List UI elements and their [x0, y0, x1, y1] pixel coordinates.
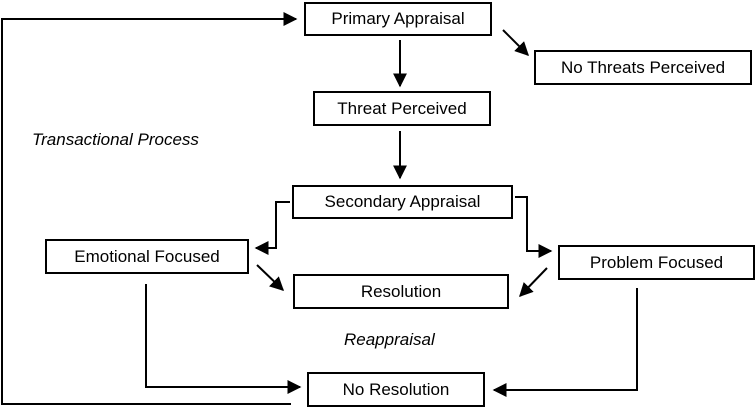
threat-perceived-box: Threat Perceived [313, 91, 491, 126]
arrow-problem-to-resolution [519, 267, 548, 298]
no-resolution-text: No Resolution [342, 379, 450, 399]
resolution-box: Resolution [293, 274, 509, 309]
resolution-text: Resolution [360, 281, 442, 301]
arrow-emotional-to-no-resolution [145, 284, 302, 394]
emotional-focused-text: Emotional Focused [74, 246, 220, 266]
arrow-secondary-to-emotional [254, 201, 290, 255]
arrow-loop-to-primary [1, 12, 298, 405]
threat-perceived-text: Threat Perceived [337, 98, 467, 118]
no-threats-perceived-box: No Threats Perceived [534, 50, 752, 85]
primary-appraisal-text: Primary Appraisal [331, 9, 465, 28]
secondary-appraisal-box: Secondary Appraisal [292, 185, 513, 219]
problem-focused-box: Problem Focused [558, 245, 755, 280]
arrow-emotional-to-resolution [256, 264, 285, 291]
no-resolution-box: No Resolution [307, 372, 485, 407]
problem-focused-text: Problem Focused [589, 252, 724, 272]
arrow-secondary-to-problem [515, 196, 553, 258]
transactional-process-label: Transactional Process [32, 130, 199, 149]
arrow-problem-to-no-resolution [492, 288, 638, 397]
primary-appraisal-box: Primary Appraisal [304, 2, 492, 36]
no-threats-perceived-text: No Threats Perceived [560, 57, 726, 77]
emotional-focused-box: Emotional Focused [45, 239, 249, 274]
reappraisal-label: Reappraisal [344, 330, 435, 349]
secondary-appraisal-text: Secondary Appraisal [324, 192, 481, 211]
arrow-primary-to-no-threats [502, 29, 529, 56]
